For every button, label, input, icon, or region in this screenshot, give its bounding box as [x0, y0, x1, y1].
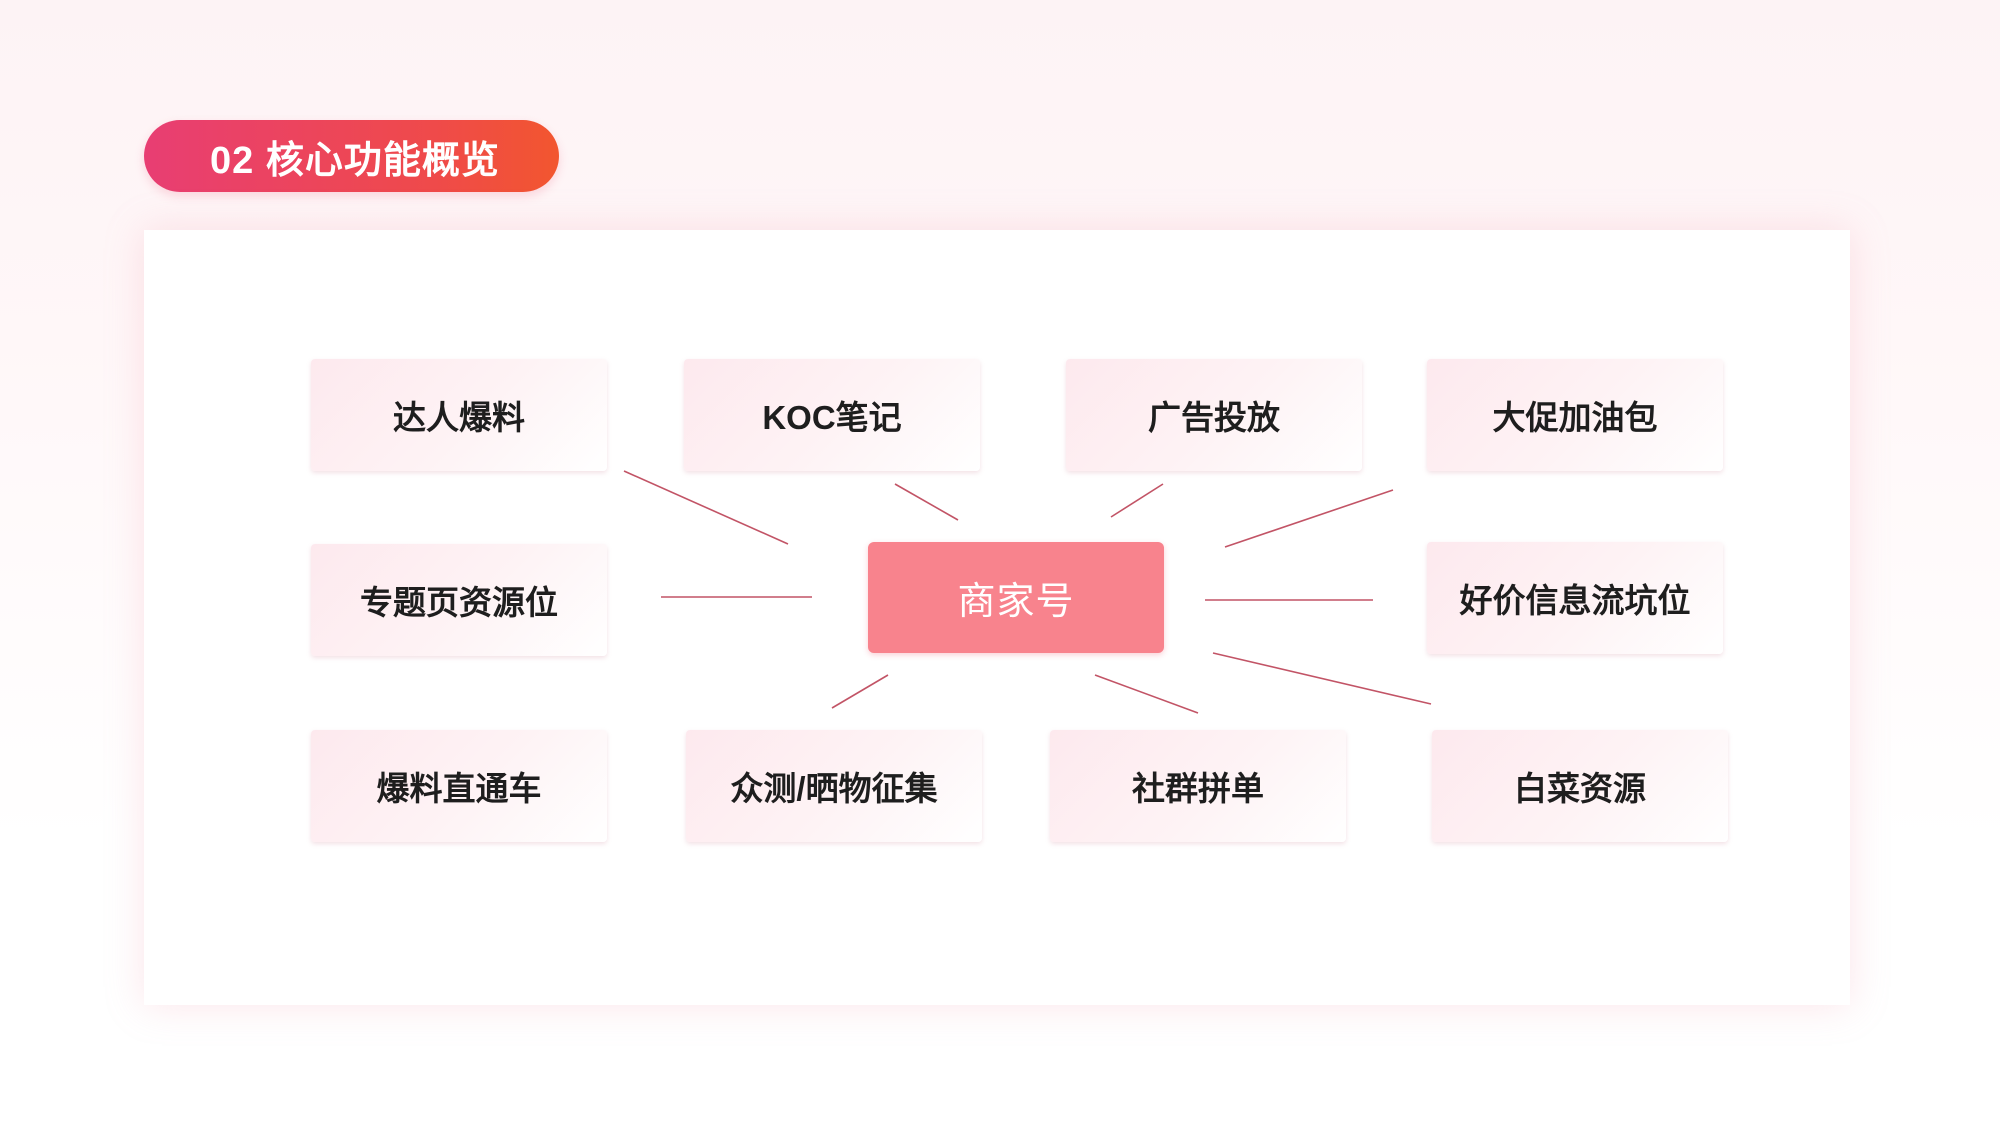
node-label: 爆料直通车 [376, 770, 542, 807]
node-deal-feed-slot: 好价信息流坑位 [1427, 542, 1723, 654]
node-advertising: 广告投放 [1066, 359, 1362, 471]
center-node: 商家号 [868, 542, 1164, 653]
node-label: 社群拼单 [1132, 770, 1264, 807]
node-label: 众测/晒物征集 [730, 770, 938, 807]
node-koc-expert: 达人爆料 [311, 359, 607, 471]
node-group-buy: 社群拼单 [1050, 730, 1346, 842]
node-promo-boost: 大促加油包 [1427, 359, 1723, 471]
node-label: 好价信息流坑位 [1459, 582, 1691, 619]
node-label: 大促加油包 [1492, 399, 1658, 436]
center-node-label: 商家号 [957, 581, 1075, 623]
node-label: KOC笔记 [762, 399, 902, 436]
node-label: 专题页资源位 [360, 584, 558, 621]
node-koc-notes: KOC笔记 [684, 359, 980, 471]
section-title-pill: 02 核心功能概览 [144, 120, 559, 192]
node-trial-review: 众测/晒物征集 [686, 730, 982, 842]
node-label: 达人爆料 [393, 399, 525, 436]
node-express-tips: 爆料直通车 [311, 730, 607, 842]
section-title: 02 核心功能概览 [210, 139, 500, 182]
node-bargain-resources: 白菜资源 [1432, 730, 1728, 842]
node-label: 白菜资源 [1514, 770, 1646, 807]
node-label: 广告投放 [1148, 399, 1280, 436]
node-topic-page-slot: 专题页资源位 [311, 544, 607, 656]
